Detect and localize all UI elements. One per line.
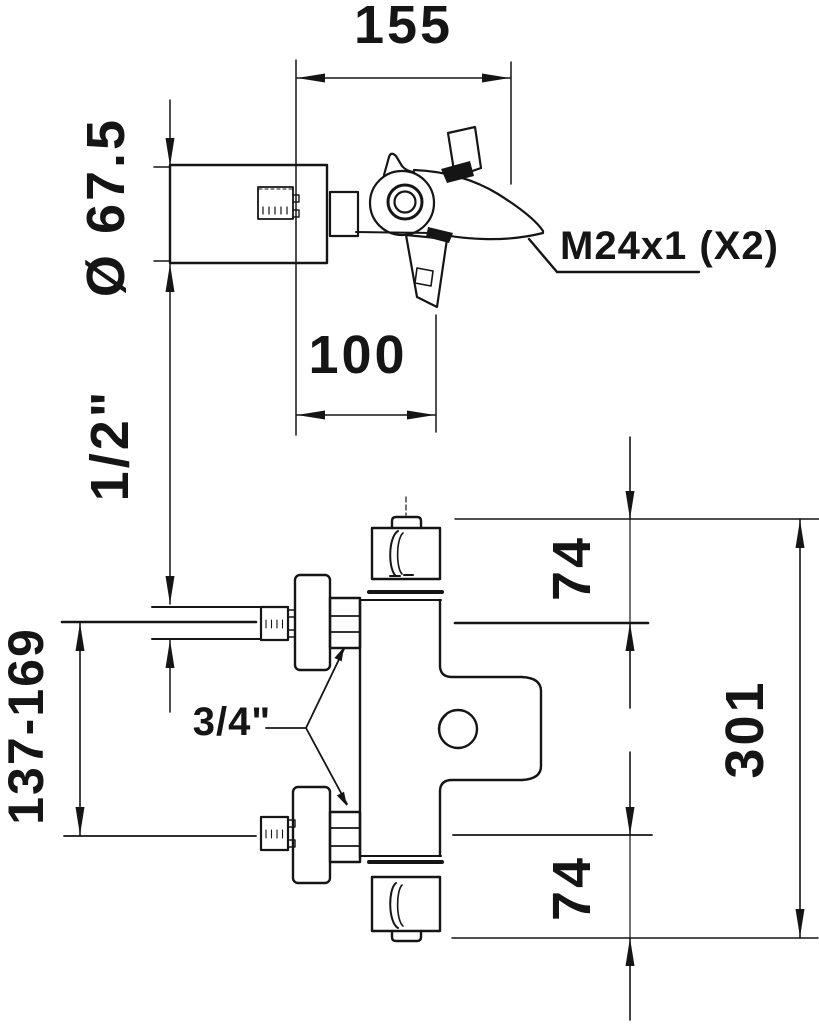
dim-74-bottom [625,751,635,1021]
dim-155 [295,59,512,436]
dim-137-169-label: 137-169 [0,627,54,825]
side-view-body [168,125,701,309]
m24-leader-line [527,237,701,274]
handle-hub-inner [393,190,417,214]
neck-connector [328,190,360,238]
handle-horn [382,152,416,177]
dim-half-inch [165,576,175,713]
upper-check-valve [441,125,483,183]
top-inlet-union [60,573,362,672]
adjuster-cartridge [257,186,300,220]
dim-74-top [625,436,635,709]
dim-155-label: 155 [353,0,454,55]
dim-137-169 [75,622,85,836]
union-three-quarter-label: 3/4" [192,700,272,744]
dim-74-bottom-label: 74 [542,854,602,922]
top-handle [359,515,444,601]
spout [355,168,545,241]
front-view-body [60,496,543,943]
dim-half-inch-label: 1/2" [80,388,140,502]
dim-diameter-label: Ø 67.5 [76,116,136,298]
dim-100-label: 100 [308,325,408,385]
thread-m24-label: M24x1 (X2) [560,224,779,268]
dim-74-top-label: 74 [542,534,602,602]
three-quarter-leader [265,647,348,806]
lower-check-valve [404,227,453,309]
handle-face [368,169,436,237]
dim-diameter-67-5 [153,99,175,605]
bottom-inlet-union [63,785,362,885]
handle-hub-outer [386,183,424,221]
extension-lines-right [451,518,819,939]
dim-100 [296,314,437,433]
bottom-handle [359,855,444,943]
valve-body [358,598,543,860]
mixer-body-cylinder [168,163,329,265]
dim-301-label: 301 [715,679,775,779]
dim-301 [795,518,805,939]
